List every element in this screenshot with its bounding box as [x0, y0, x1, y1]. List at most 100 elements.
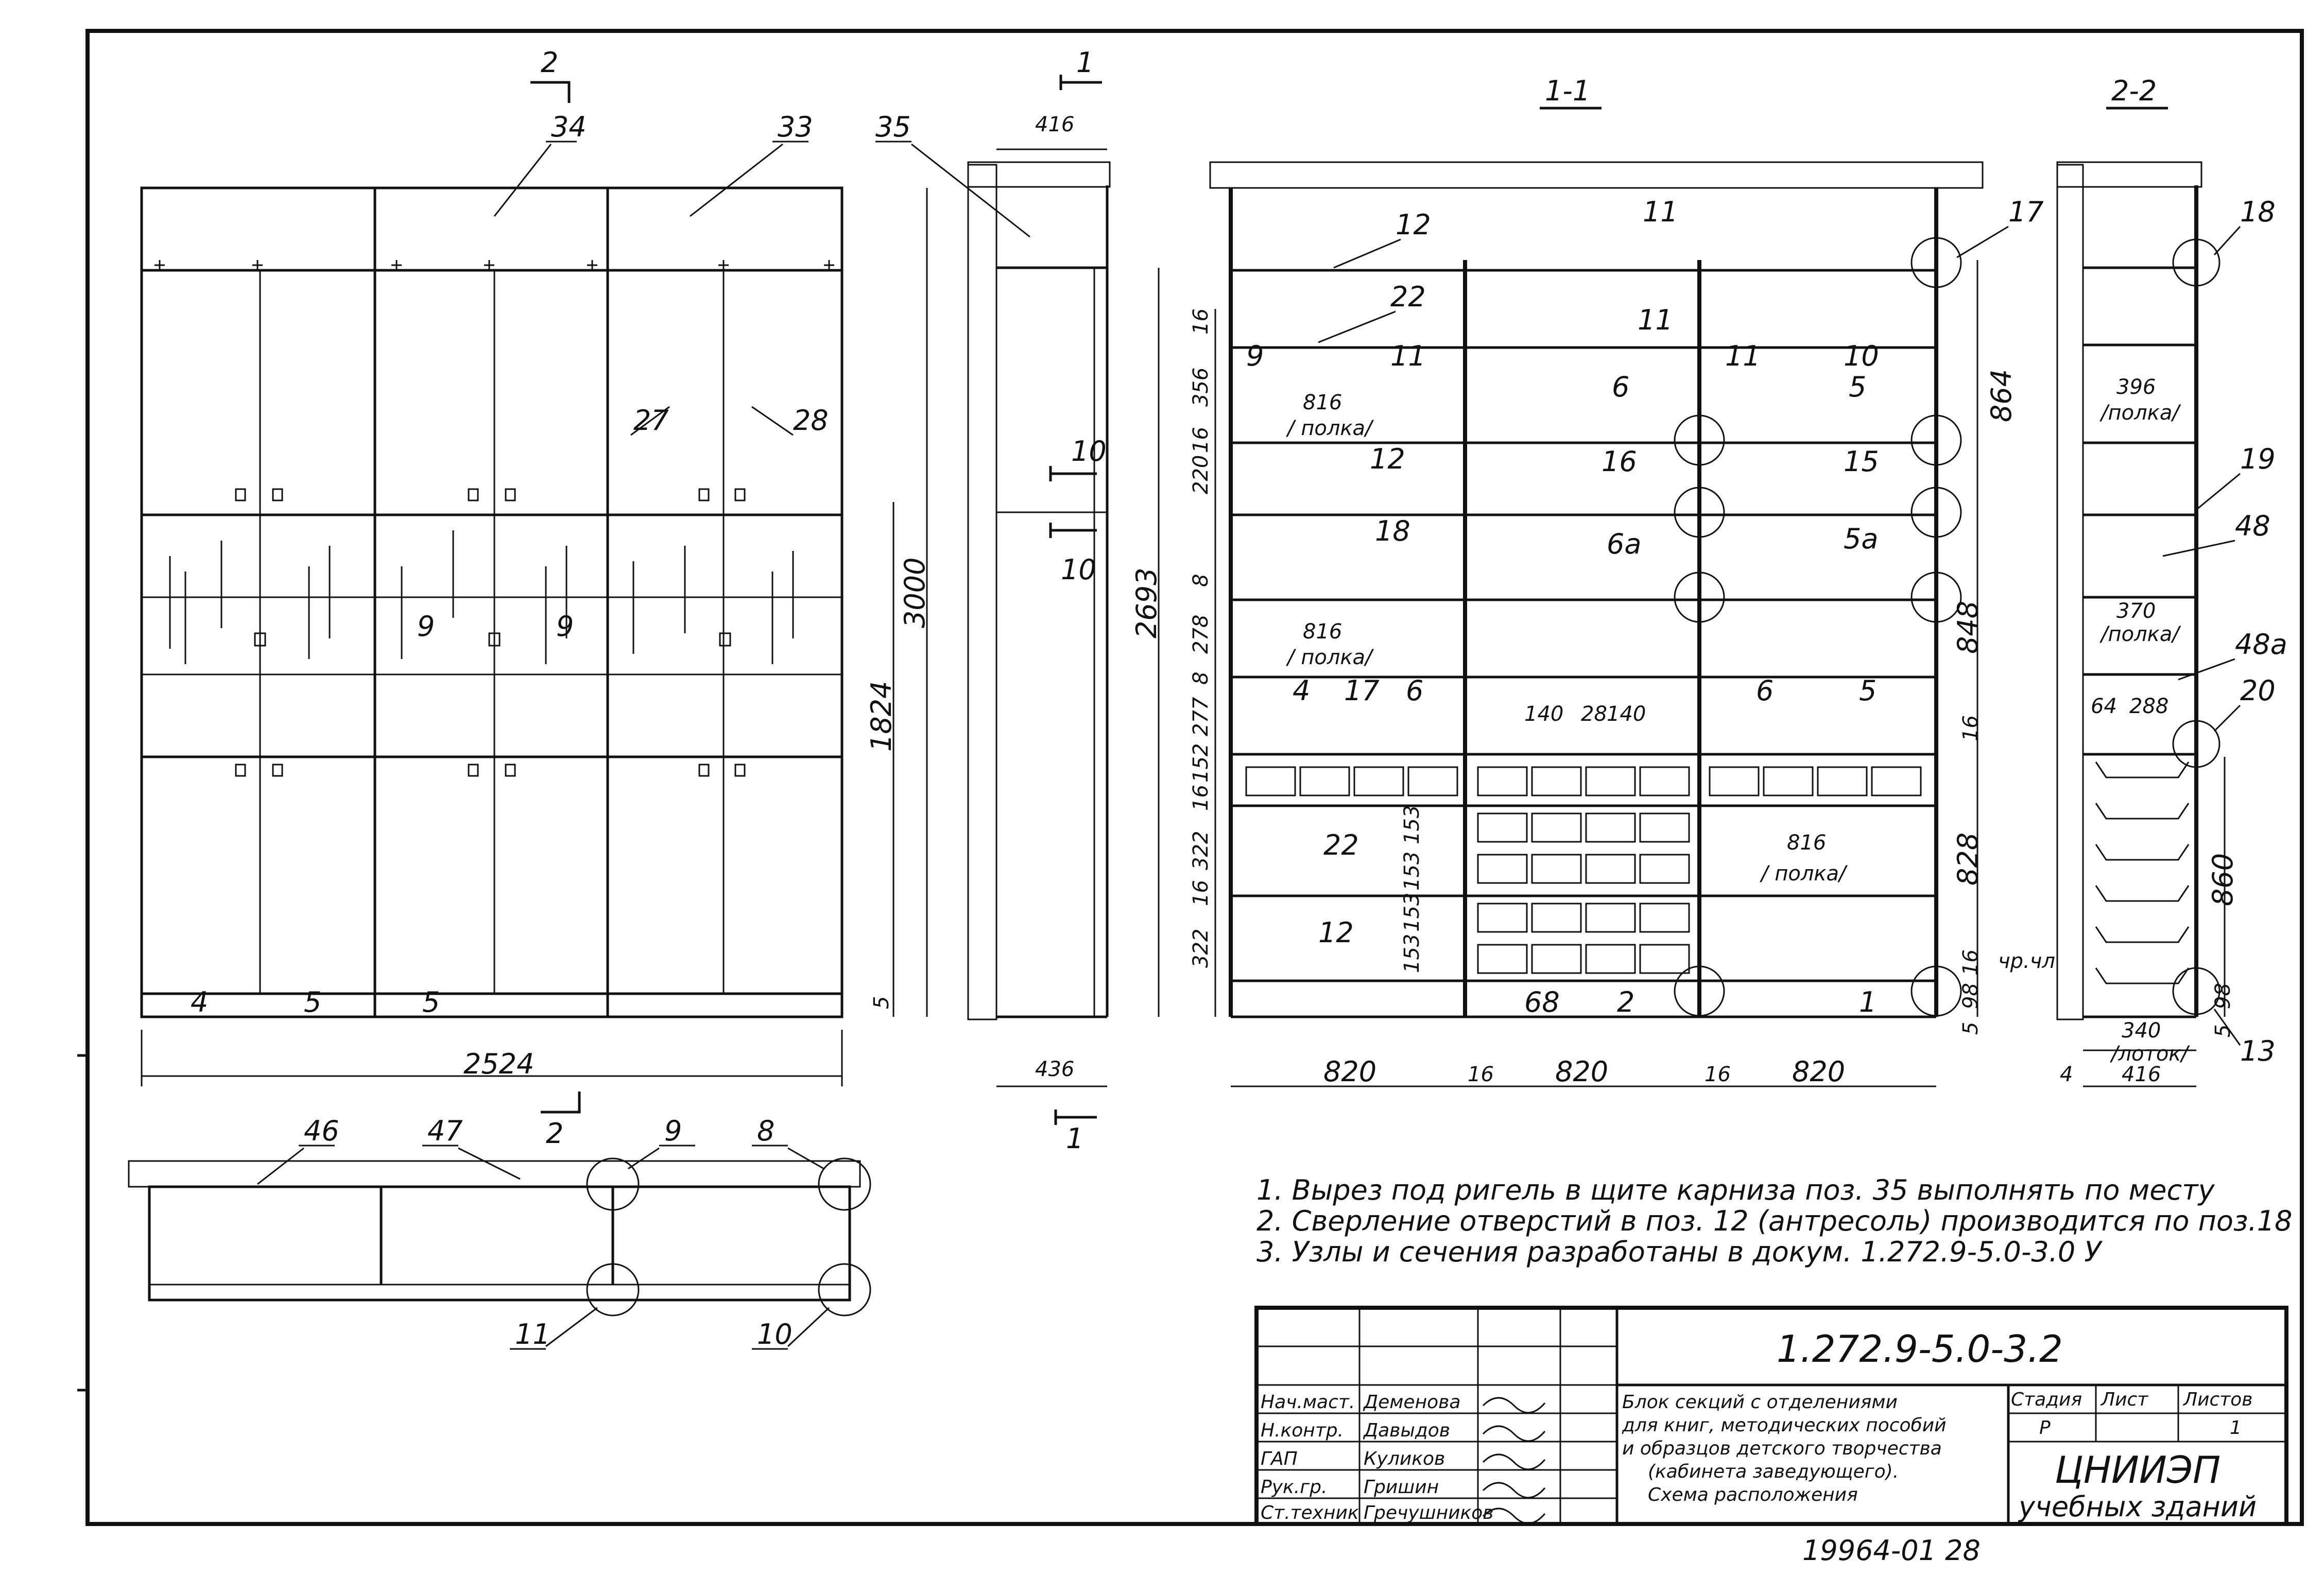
pos-5a: 5а	[1844, 523, 1878, 555]
detail-circles	[1674, 237, 1962, 1017]
note-2: 2. Сверление отверстий в поз. 12 (антрес…	[1256, 1205, 2293, 1237]
svg-text:Гришин: Гришин	[1364, 1477, 1439, 1498]
svg-text:(кабинета заведующего).: (кабинета заведующего).	[1648, 1461, 1899, 1482]
pos-19: 19	[2240, 443, 2276, 475]
section-1-bottom-label: 1	[1066, 1122, 1083, 1155]
pos-11a: 11	[1390, 340, 1426, 372]
pos-11c: 11	[1638, 304, 1673, 336]
side-ceiling-hatch	[967, 161, 1111, 188]
section-10-bottom-label: 10	[1061, 553, 1096, 586]
pos-48: 48	[2235, 510, 2270, 542]
right-dims: 864 848 16 828 16 98 5	[1952, 369, 2018, 1035]
note-1: 1. Вырез под ригель в щите карниза поз. …	[1256, 1174, 2215, 1206]
section-2-2-wall	[2056, 164, 2084, 1020]
svg-text:277: 277	[1189, 697, 1213, 736]
shelf-label-1: / полка/	[1286, 417, 1374, 440]
dim-1824: 1824	[865, 681, 898, 752]
svg-text:820: 820	[1792, 1055, 1845, 1088]
dim-416-2: 416	[2122, 1063, 2161, 1086]
pos-17-top: 17	[2008, 196, 2044, 228]
pos-34-label: 34	[551, 111, 587, 143]
svg-text:16: 16	[1189, 785, 1213, 811]
svg-text:828: 828	[1952, 833, 1984, 886]
pos-6b: 6	[1406, 674, 1423, 707]
pos-9a-label: 9	[417, 610, 435, 643]
svg-text:153: 153	[1400, 893, 1424, 932]
plan-pos-10: 10	[757, 1318, 793, 1350]
svg-text:5: 5	[1959, 1022, 1983, 1035]
dim-288: 288	[2129, 695, 2168, 718]
pos-18: 18	[1375, 515, 1410, 547]
svg-text:ГАП: ГАП	[1261, 1448, 1298, 1469]
svg-text:98: 98	[1959, 983, 1983, 1009]
plus-marks	[154, 260, 834, 270]
tb-signatures	[1482, 1397, 1546, 1524]
inner-dims: 153 153 153 153	[1400, 805, 1424, 973]
tb-sheet: 1	[2230, 1417, 2242, 1439]
svg-text:152: 152	[1189, 743, 1213, 783]
svg-text:8: 8	[1189, 672, 1213, 685]
svg-text:Схема расположения: Схема расположения	[1648, 1484, 1858, 1505]
svg-text:Гречушников: Гречушников	[1364, 1502, 1494, 1523]
svg-text:Нач.маст.: Нач.маст.	[1261, 1392, 1355, 1413]
dim-98-2: 98	[2211, 983, 2235, 1009]
section-1-1-title: 1-1	[1545, 75, 1590, 107]
svg-text:Рук.гр.: Рук.гр.	[1261, 1477, 1327, 1498]
dim-816-1: 816	[1303, 391, 1342, 414]
dim-64: 64	[2091, 695, 2117, 718]
pos-6a: 6а	[1607, 528, 1641, 560]
plan-pos-8: 8	[757, 1115, 774, 1147]
svg-text:356: 356	[1189, 368, 1213, 407]
pos-2: 2	[1617, 986, 1634, 1018]
svg-text:16: 16	[1189, 308, 1213, 335]
pos-22b: 22	[1323, 829, 1359, 861]
svg-text:820: 820	[1323, 1055, 1376, 1088]
pos-16: 16	[1602, 445, 1637, 478]
bottom-dims: 820 16 820 16 820	[1323, 1055, 1845, 1088]
svg-text:153: 153	[1400, 934, 1424, 973]
pos-6: 6	[1612, 371, 1629, 403]
dim-4-2: 4	[2060, 1063, 2073, 1086]
pos-12b: 12	[1370, 443, 1405, 475]
side-view: 1 416 35 2693 10 10 436 1	[875, 46, 1163, 1155]
section-1-1: 1-1	[1189, 75, 2055, 1088]
plan-pos-47: 47	[427, 1115, 463, 1147]
pos-11d: 11	[1725, 340, 1761, 372]
svg-text:153: 153	[1400, 805, 1424, 844]
pos-15: 15	[1844, 445, 1879, 478]
shelf-label-2: / полка/	[1286, 646, 1374, 669]
svg-text:Блок секций с отделениями: Блок секций с отделениями	[1622, 1392, 1898, 1413]
dim-140a: 140	[1524, 702, 1563, 726]
dim-2524: 2524	[463, 1048, 534, 1080]
svg-text:16: 16	[1468, 1063, 1494, 1086]
svg-text:864: 864	[1985, 369, 2018, 422]
pos-9b-label: 9	[556, 610, 574, 643]
svg-text:322: 322	[1189, 929, 1213, 968]
plan-wall-hatch	[128, 1160, 861, 1188]
dim-370: 370	[2116, 599, 2156, 623]
dim-340: 340	[2122, 1019, 2161, 1043]
svg-text:8: 8	[1189, 574, 1213, 587]
shelf-label-2-2b: /полка/	[2099, 622, 2181, 646]
svg-text:16: 16	[1959, 715, 1983, 741]
svg-text:Ст.техник: Ст.техник	[1261, 1502, 1359, 1523]
tb-stage: Р	[2039, 1417, 2051, 1439]
dim-416-side: 416	[1035, 113, 1074, 136]
dim-860: 860	[2207, 853, 2239, 906]
section-10-top-label: 10	[1071, 435, 1107, 467]
pos-5b: 5	[1859, 674, 1877, 707]
note-3: 3. Узлы и сечения разработаны в докум. 1…	[1256, 1236, 2103, 1268]
pos-20: 20	[2240, 674, 2276, 707]
pos-13: 13	[2240, 1035, 2276, 1067]
title-block: 1.272.9-5.0-3.2 Нач.маст. Н.контр. ГАП Р…	[1254, 1306, 2288, 1526]
door-handles	[235, 488, 746, 777]
level-mark: чр.чл	[1998, 949, 2055, 973]
section-2-2-title: 2-2	[2111, 75, 2157, 107]
pos-4: 4	[1293, 674, 1310, 707]
pos-68: 68	[1524, 986, 1560, 1018]
svg-text:220: 220	[1189, 455, 1213, 494]
dim-396: 396	[2116, 375, 2156, 399]
tb-sheets-header: Листов	[2182, 1389, 2252, 1410]
